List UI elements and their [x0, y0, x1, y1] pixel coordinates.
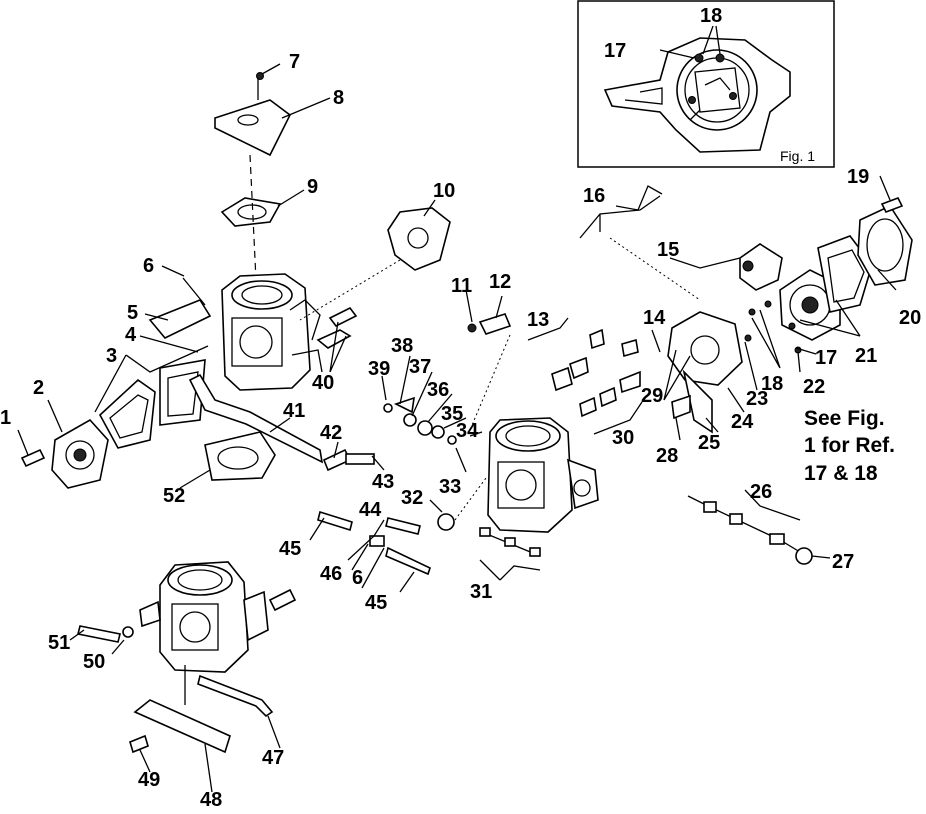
callout-9: 9 — [307, 176, 318, 198]
callout-49: 49 — [138, 769, 160, 791]
callout-51: 51 — [48, 632, 70, 654]
callout-10: 10 — [433, 180, 455, 202]
callout-36: 36 — [427, 379, 449, 401]
callout-12: 12 — [489, 271, 511, 293]
inset-callout-18: 18 — [700, 5, 722, 27]
inset-figure-1: 17 18 Fig. 1 — [577, 0, 835, 168]
callout-32: 32 — [401, 487, 423, 509]
callout-13: 13 — [527, 309, 549, 331]
callout-labels: 1 2 3 4 5 6 7 8 9 10 11 12 13 14 15 16 1… — [0, 51, 921, 811]
callout-27: 27 — [832, 551, 854, 573]
callout-26: 26 — [750, 481, 772, 503]
center-carburetor-group — [317, 313, 641, 576]
callout-14: 14 — [643, 307, 666, 329]
callout-42: 42 — [320, 422, 342, 444]
inset-label: Fig. 1 — [780, 148, 815, 164]
reference-note: See Fig. 1 for Ref. 17 & 18 — [804, 407, 895, 485]
callout-40: 40 — [312, 372, 334, 394]
callout-15: 15 — [657, 239, 679, 261]
callout-31: 31 — [470, 581, 492, 603]
callout-44: 44 — [359, 499, 382, 521]
note-line-3: 17 & 18 — [804, 462, 878, 485]
callout-28: 28 — [656, 445, 678, 467]
bottom-carburetor-group — [77, 561, 297, 754]
callout-8: 8 — [333, 87, 344, 109]
callout-1: 1 — [0, 407, 11, 429]
callout-48: 48 — [200, 789, 222, 809]
callout-33: 33 — [439, 476, 461, 498]
callout-34: 34 — [456, 420, 479, 442]
callout-35: 35 — [441, 403, 463, 425]
callout-52: 52 — [163, 485, 185, 507]
note-line-2: 1 for Ref. — [804, 434, 895, 457]
callout-20: 20 — [899, 307, 921, 329]
callout-39: 39 — [368, 358, 390, 380]
callout-47: 47 — [262, 747, 284, 769]
callout-50: 50 — [83, 651, 105, 673]
left-carburetor-group — [20, 72, 451, 489]
callout-11: 11 — [451, 275, 472, 297]
callout-38: 38 — [391, 335, 413, 357]
callout-6: 6 — [143, 255, 154, 277]
callout-45b: 45 — [365, 592, 387, 614]
inset-callout-17: 17 — [604, 40, 626, 62]
callout-5: 5 — [127, 302, 138, 324]
callout-16: 16 — [583, 185, 605, 207]
callout-22: 22 — [803, 376, 825, 398]
callout-37: 37 — [409, 356, 431, 378]
leader-lines — [17, 63, 897, 793]
callout-21: 21 — [855, 345, 877, 367]
callout-19: 19 — [847, 166, 869, 188]
callout-7: 7 — [289, 51, 300, 73]
callout-29: 29 — [641, 385, 663, 407]
callout-3: 3 — [106, 345, 117, 367]
callout-25: 25 — [698, 432, 720, 454]
callout-4: 4 — [125, 324, 137, 346]
callout-2: 2 — [33, 377, 44, 399]
callout-41: 41 — [283, 400, 305, 422]
callout-18: 18 — [761, 373, 783, 395]
callout-6b: 6 — [352, 567, 363, 589]
callout-43: 43 — [372, 471, 394, 493]
callout-23: 23 — [746, 388, 768, 410]
callout-30: 30 — [612, 427, 634, 449]
callout-17: 17 — [815, 347, 837, 369]
right-cover-group — [579, 195, 913, 565]
callout-24: 24 — [731, 411, 754, 433]
callout-45: 45 — [279, 538, 301, 560]
note-line-1: See Fig. — [804, 407, 885, 430]
callout-46: 46 — [320, 563, 342, 585]
